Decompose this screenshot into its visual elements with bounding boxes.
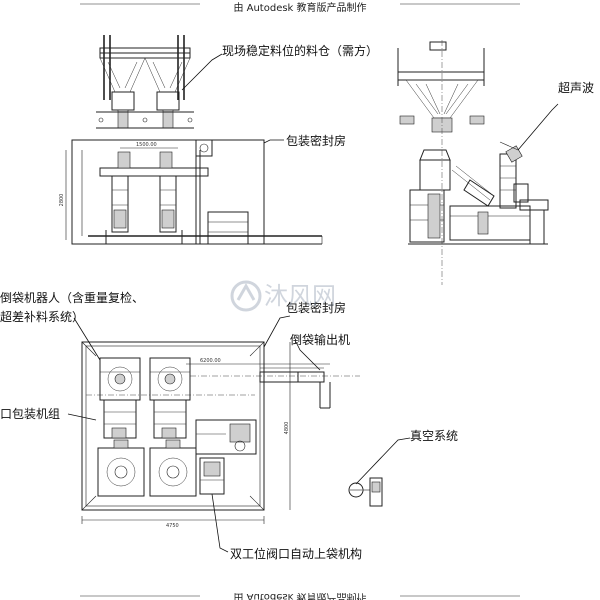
label-robot-line2: 超差补料系统） [0,309,84,324]
label-sealed-room-mid: 包装密封房 [286,300,346,315]
dim-top-width: 1500.00 [136,142,157,148]
label-ultrasonic: 超声波 [558,80,594,95]
robot-cell-plan [195,419,257,455]
stamp-top: 由 Autodesk 教育版产品制作 [233,1,366,14]
front-elevation: 1500.00 2800 [59,35,323,245]
label-bag-loader: 双工位阀口自动上袋机构 [230,546,362,561]
label-robot-line1: 倒袋机器人（含重量复检、 [0,290,144,305]
label-vacuum: 真空系统 [410,429,458,443]
plan-view: 6200.00 4750 4800 [81,341,383,529]
packer-side [409,141,549,244]
packing-machine-group-plan [99,357,191,439]
svg-text:由 Autodesk 教育版产品制作: 由 Autodesk 教育版产品制作 [233,591,366,600]
watermark-text: 沐风网 [264,282,336,310]
label-sealed-room-top: 包装密封房 [286,133,346,148]
silo-frame [96,35,194,129]
side-elevation [397,40,549,285]
vacuum-system-plan [348,477,383,507]
dim-plan-length: 6200.00 [200,358,221,364]
bag-loader-plan [97,439,225,497]
dim-side-height: 2800 [59,194,65,207]
dim-plan-width: 4750 [166,523,179,529]
packing-machines-front [99,139,249,245]
watermark-logo: 沐风网 [230,280,336,312]
dim-plan-depth: 4800 [284,422,290,435]
label-outbound: 倒袋输出机 [290,332,350,347]
silo-side [397,41,485,133]
label-silo: 现场稳定料位的料仓（需方） [222,43,378,58]
label-packer-group: 口包装机组 [0,407,60,421]
stamp-bottom: 由 Autodesk 教育版产品制作 [233,591,366,600]
outbound-conveyor-plan [259,367,331,409]
